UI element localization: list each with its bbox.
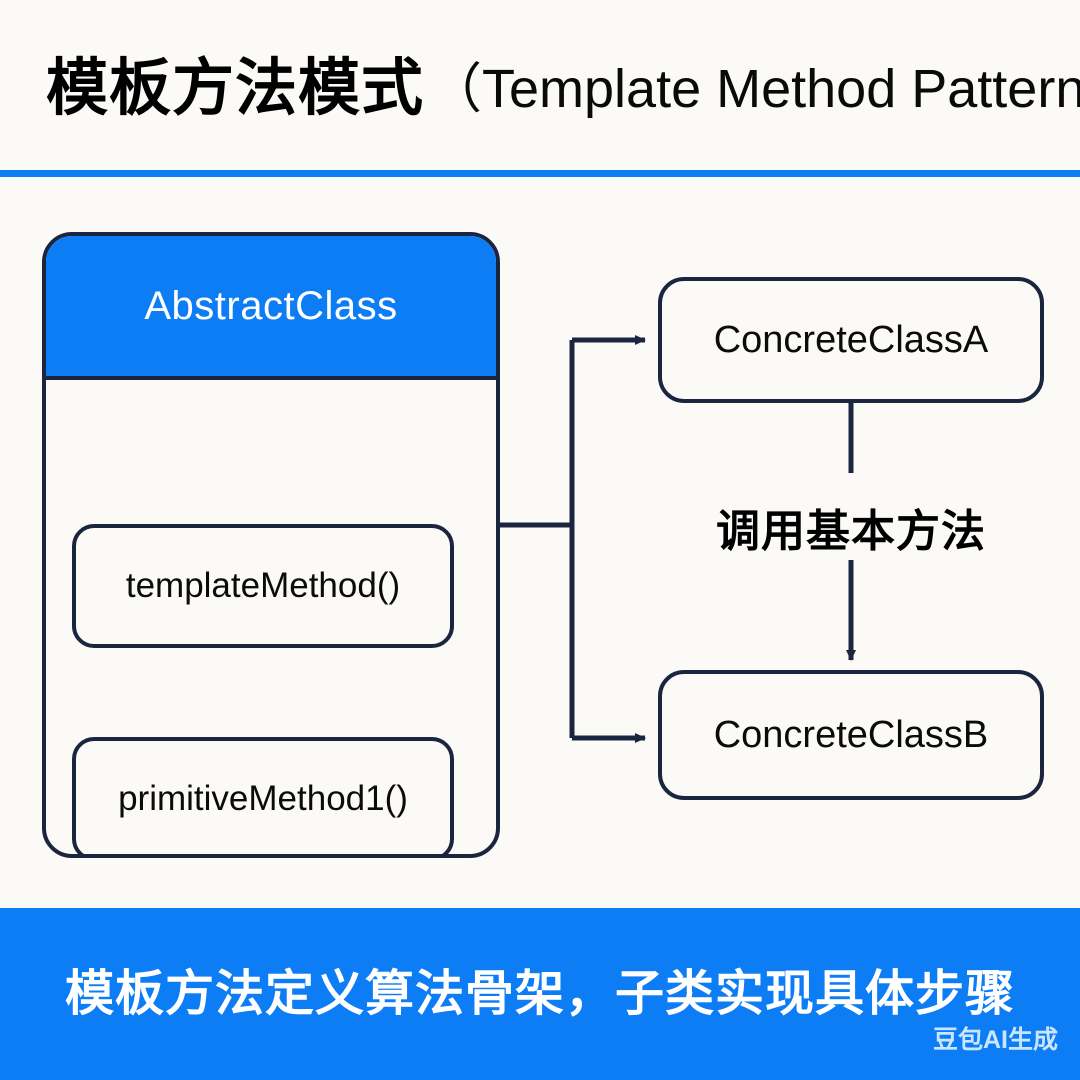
page-title-english: （Template Method Pattern） [428,59,1080,119]
abstract-class-body: templateMethod() primitiveMethod1() [46,380,496,854]
page-title: 模板方法模式 （Template Method Pattern） [46,36,1080,142]
concrete-class-b-node[interactable]: ConcreteClassB [658,670,1044,800]
ai-watermark: 豆包AI生成 [932,1026,1058,1054]
abstract-class-node[interactable]: AbstractClass templateMethod() primitive… [42,232,500,858]
footer-summary-text: 模板方法定义算法骨架，子类实现具体步骤 [64,967,1015,1021]
method-primitive-method-1[interactable]: primitiveMethod1() [72,737,454,854]
abstract-class-title: AbstractClass [46,236,496,380]
uml-diagram: AbstractClass templateMethod() primitive… [0,177,1080,908]
footer-banner: 模板方法定义算法骨架，子类实现具体步骤 豆包AI生成 [0,908,1080,1080]
method-template-method[interactable]: templateMethod() [72,524,454,648]
header-divider-rule [0,170,1080,177]
concrete-class-a-node[interactable]: ConcreteClassA [658,277,1044,403]
relation-label-call-base-method: 调用基本方法 [716,507,986,556]
page-title-chinese: 模板方法模式 [46,54,425,123]
